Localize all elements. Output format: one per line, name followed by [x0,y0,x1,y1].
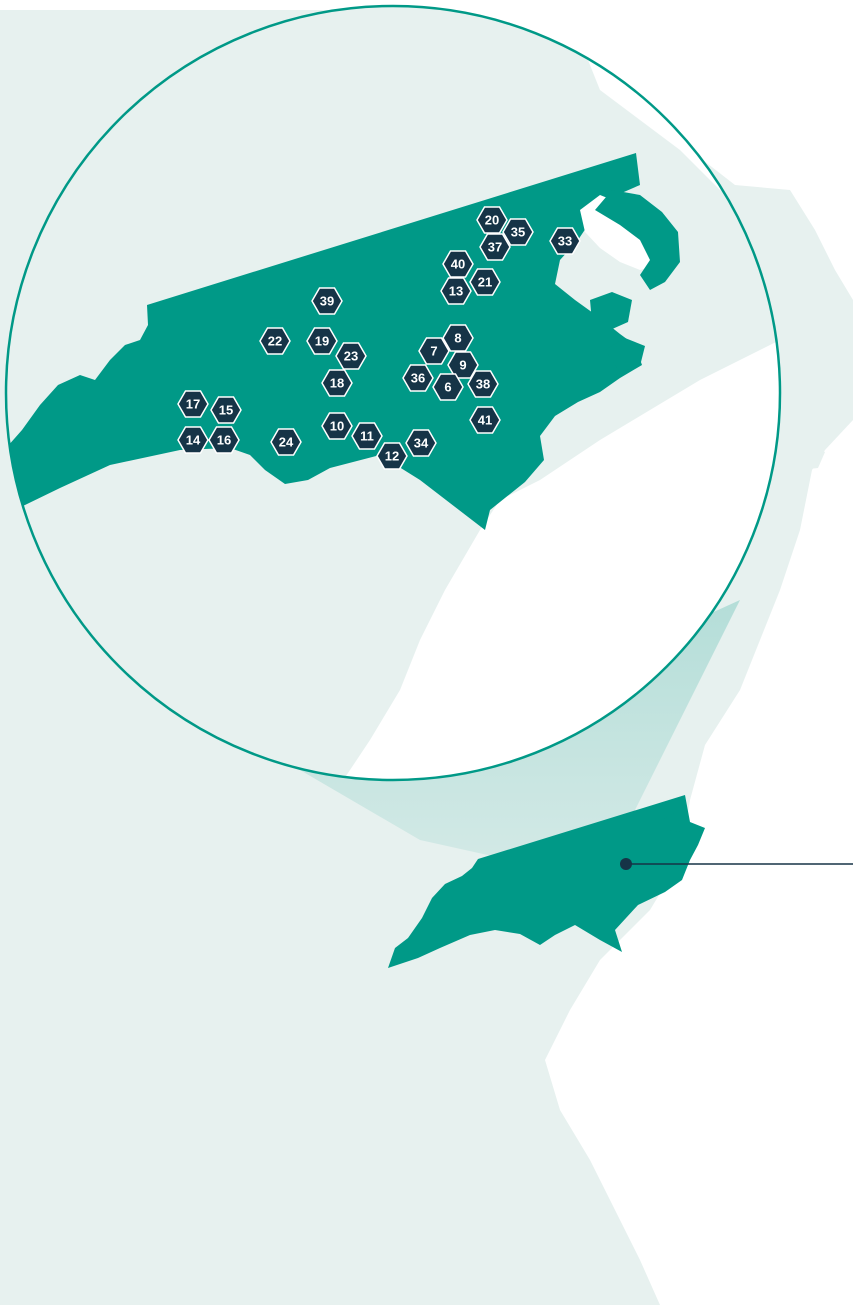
magnifier-lens: 20 35 37 33 40 21 13 39 22 19 23 8 7 9 36 6 38 18 17 15 41 10… [4,4,782,782]
marker-label: 22 [268,334,282,349]
hexagon-marker-icon [351,422,383,450]
hexagon-marker-icon [440,277,472,305]
map-marker-34[interactable]: 34 [405,429,437,457]
hexagon-marker-icon [447,351,479,379]
marker-label: 19 [315,334,329,349]
map-marker-40[interactable]: 40 [442,250,474,278]
location-dot-icon [620,858,632,870]
sound-island-small [662,812,688,832]
map-marker-13[interactable]: 13 [440,277,472,305]
marker-label: 15 [219,403,233,418]
marker-layer: 20 35 37 33 40 21 13 39 22 19 23 8 7 9 36 6 38 18 17 15 41 10… [177,206,581,470]
map-marker-17[interactable]: 17 [177,390,209,418]
hexagon-marker-icon [402,364,434,392]
map-marker-37[interactable]: 37 [479,233,511,261]
outer-banks-tip [605,338,645,372]
map-marker-8[interactable]: 8 [442,324,474,352]
map-marker-41[interactable]: 41 [469,406,501,434]
hexagon-marker-icon [177,390,209,418]
map-marker-33[interactable]: 33 [549,227,581,255]
outer-banks [595,190,680,290]
hexagon-marker-icon [469,406,501,434]
marker-label: 34 [414,436,429,451]
coastal-island [790,445,825,470]
map-marker-10[interactable]: 10 [321,412,353,440]
map-marker-12[interactable]: 12 [376,442,408,470]
marker-label: 38 [476,377,490,392]
hexagon-marker-icon [432,373,464,401]
map-marker-39[interactable]: 39 [311,287,343,315]
outer-banks-south [590,292,632,330]
hexagon-marker-icon [259,327,291,355]
marker-label: 24 [279,435,294,450]
hexagon-marker-icon [270,428,302,456]
marker-label: 33 [558,234,572,249]
marker-label: 36 [411,371,425,386]
hexagon-marker-icon [502,218,534,246]
hexagon-marker-icon [208,426,240,454]
marker-label: 37 [488,240,502,255]
map-marker-11[interactable]: 11 [351,422,383,450]
hexagon-marker-icon [549,227,581,255]
hexagon-marker-icon [335,342,367,370]
hexagon-marker-icon [210,396,242,424]
map-marker-7[interactable]: 7 [418,337,450,365]
map-marker-38[interactable]: 38 [467,370,499,398]
marker-label: 40 [451,257,465,272]
marker-label: 13 [449,284,463,299]
marker-label: 21 [478,275,492,290]
marker-label: 39 [320,294,334,309]
map-marker-23[interactable]: 23 [335,342,367,370]
hexagon-marker-icon [311,287,343,315]
hexagon-marker-icon [467,370,499,398]
map-marker-24[interactable]: 24 [270,428,302,456]
marker-label: 7 [430,344,437,359]
map-marker-36[interactable]: 36 [402,364,434,392]
marker-label: 6 [444,380,451,395]
marker-label: 23 [344,349,358,364]
map-marker-9[interactable]: 9 [447,351,479,379]
state-shape-small [388,795,705,968]
hexagon-marker-icon [418,337,450,365]
map-marker-21[interactable]: 21 [469,268,501,296]
map-marker-20[interactable]: 20 [476,206,508,234]
lens-ring [4,4,782,782]
hexagon-marker-icon [479,233,511,261]
marker-label: 11 [360,429,374,444]
marker-label: 41 [478,413,492,428]
map-marker-15[interactable]: 15 [210,396,242,424]
hexagon-marker-icon [442,250,474,278]
map-marker-35[interactable]: 35 [502,218,534,246]
marker-label: 8 [454,331,461,346]
hexagon-marker-icon [405,429,437,457]
hexagon-marker-icon [442,324,474,352]
hexagon-marker-icon [476,206,508,234]
marker-label: 12 [385,449,399,464]
hexagon-marker-icon [376,442,408,470]
marker-label: 10 [330,419,344,434]
map-marker-19[interactable]: 19 [306,327,338,355]
hexagon-marker-icon [469,268,501,296]
map-marker-6[interactable]: 6 [432,373,464,401]
map-marker-16[interactable]: 16 [208,426,240,454]
hexagon-marker-icon [306,327,338,355]
hexagon-marker-icon [321,412,353,440]
marker-label: 9 [459,358,466,373]
map-marker-14[interactable]: 14 [177,426,209,454]
hexagon-marker-icon [177,426,209,454]
hexagon-marker-icon [321,369,353,397]
marker-label: 16 [217,433,231,448]
marker-label: 17 [186,397,200,412]
map-marker-22[interactable]: 22 [259,327,291,355]
map-marker-18[interactable]: 18 [321,369,353,397]
coastal-island-2 [760,230,792,268]
marker-label: 14 [186,433,201,448]
marker-label: 18 [330,376,344,391]
marker-label: 35 [511,225,525,240]
marker-label: 20 [485,213,499,228]
